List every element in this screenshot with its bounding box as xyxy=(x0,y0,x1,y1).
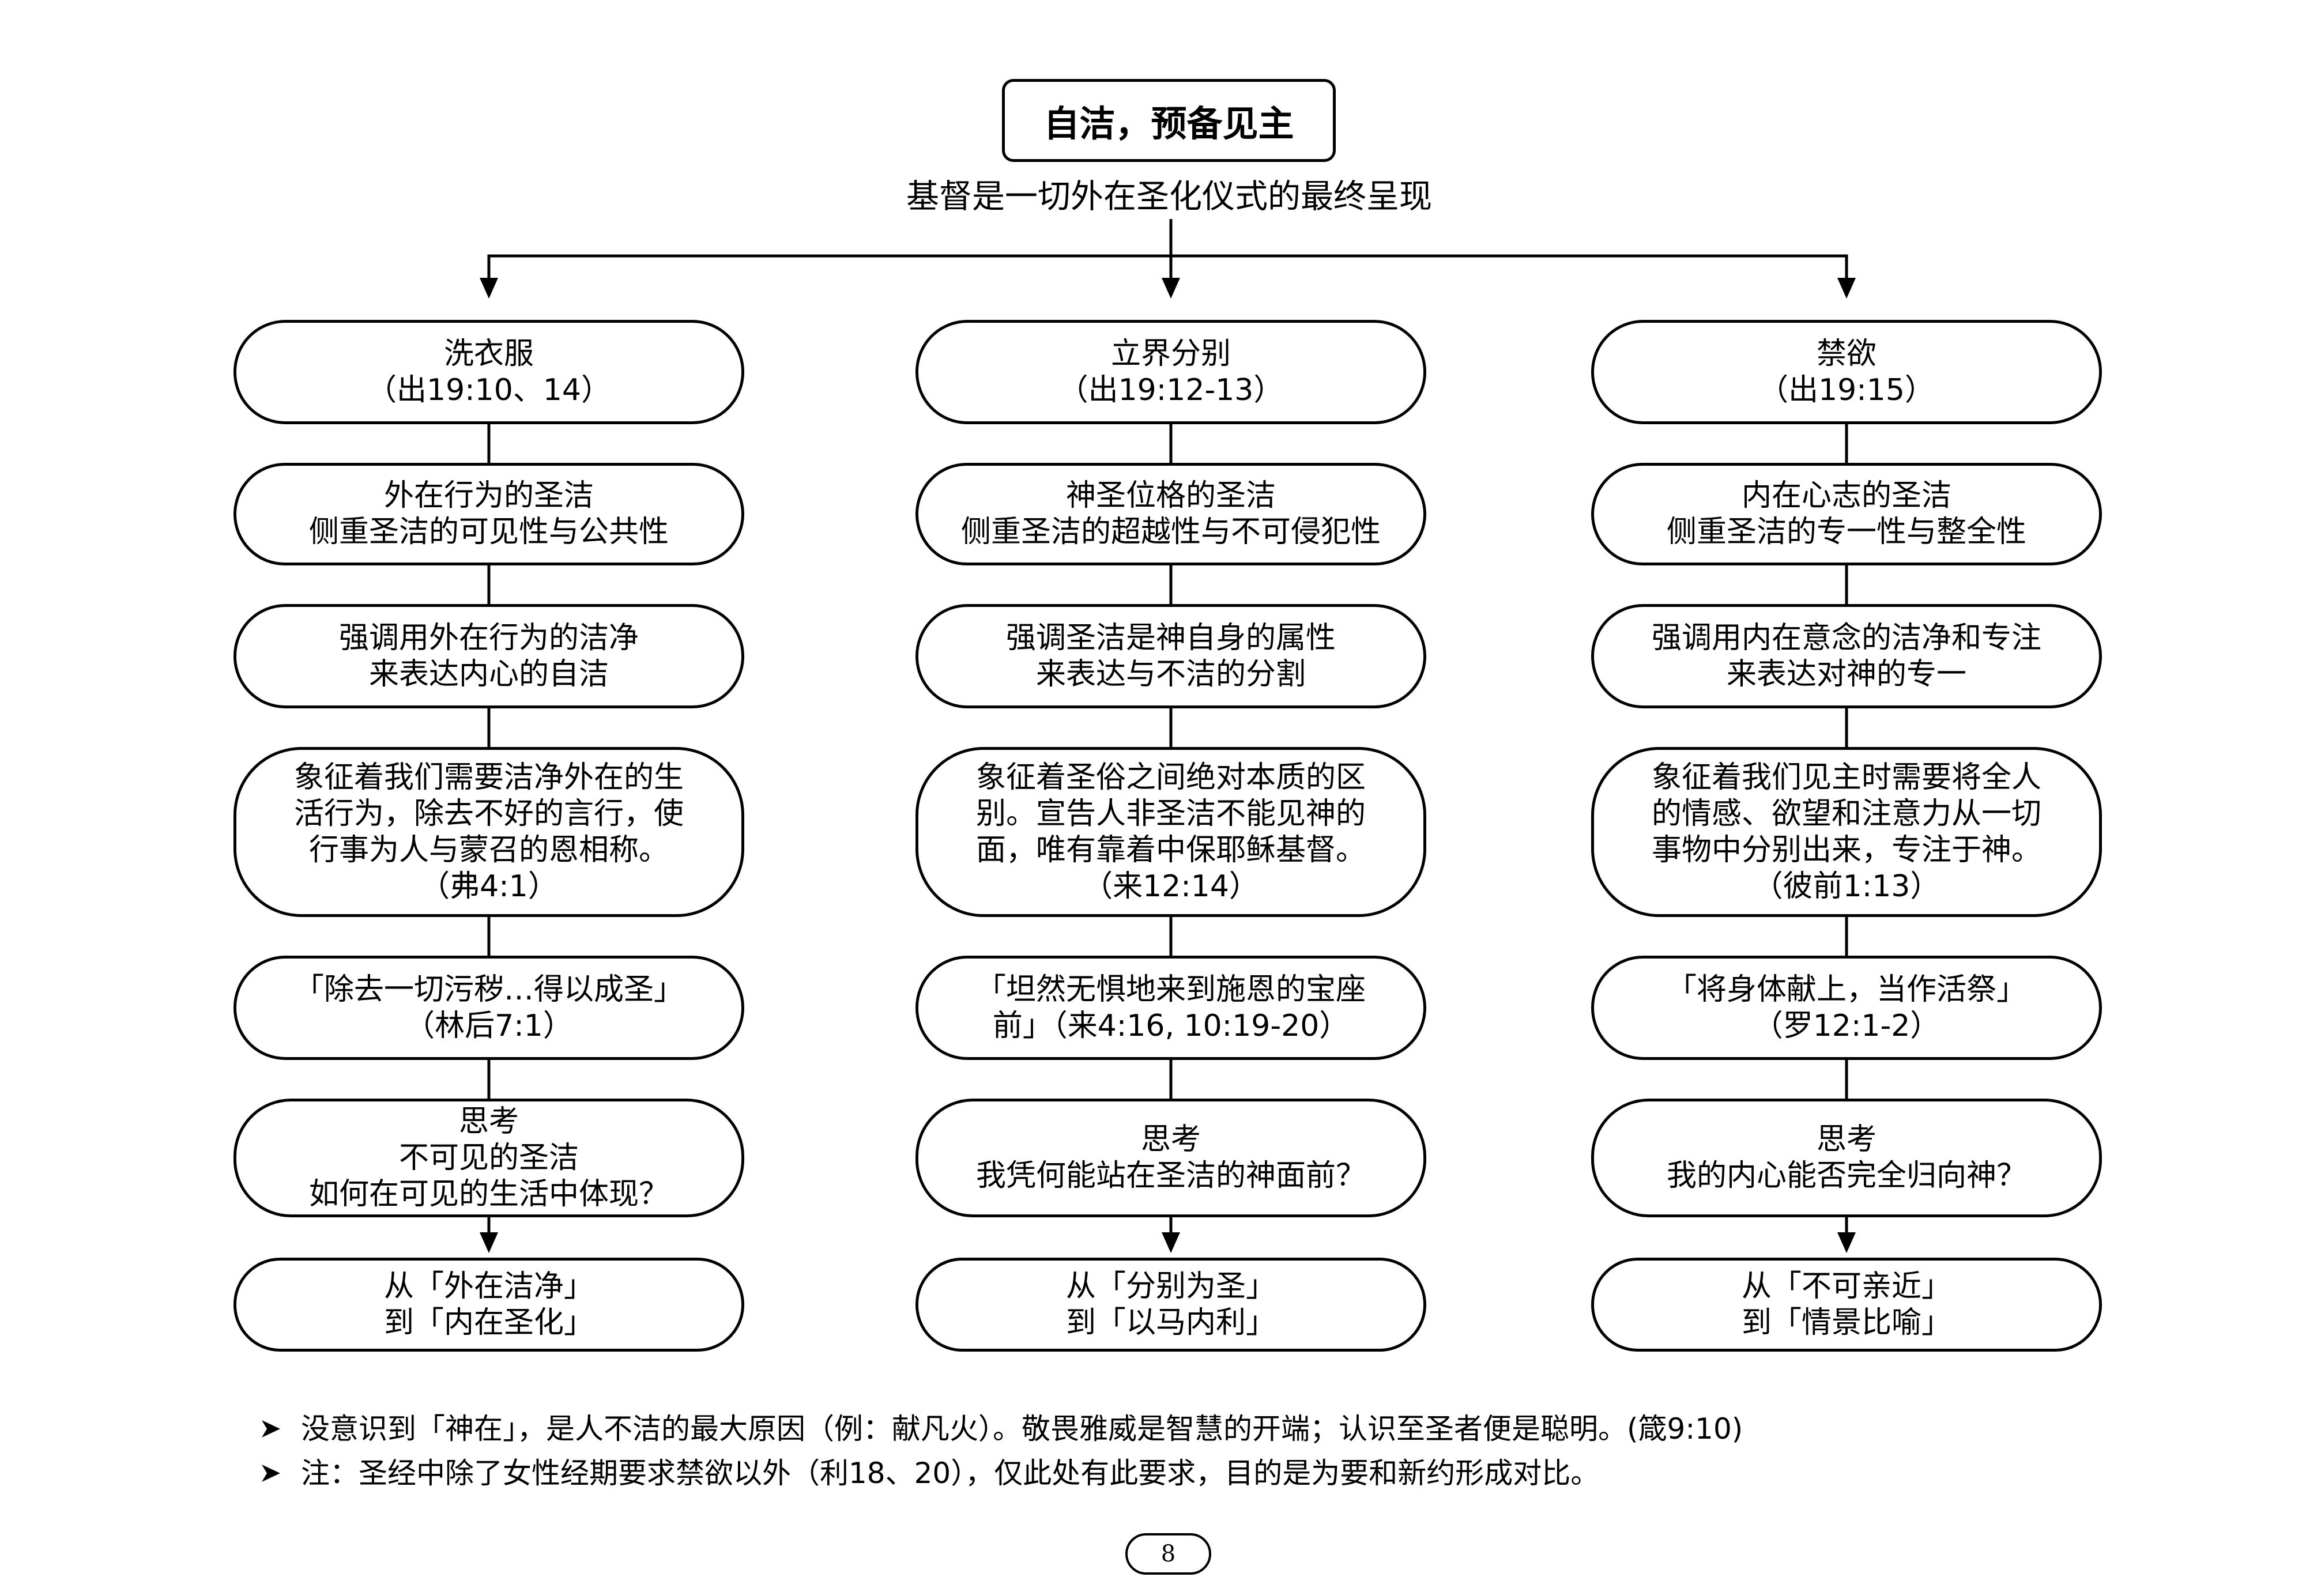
box-text-line: 禁欲 xyxy=(1816,336,1877,371)
box-text-line: （出19:12-13） xyxy=(1058,372,1284,408)
box-text-line: 象征着我们见主时需要将全人 xyxy=(1651,760,2041,795)
arrowhead xyxy=(1162,1232,1180,1253)
box-text-line: 强调用外在行为的洁净 xyxy=(338,620,639,655)
box-text-line: 从「分别为圣」 xyxy=(1065,1269,1276,1304)
symbolism-box: 象征着我们需要洁净外在的生 活行为，除去不好的言行，使 行事为人与蒙召的恩相称。… xyxy=(233,747,744,917)
box-text-line: （林后7:1） xyxy=(405,1008,573,1043)
box-text-line: 「坦然无惧地来到施恩的宝座 xyxy=(975,972,1366,1007)
arrowhead-bullet-icon xyxy=(262,1420,280,1437)
box-text-line: 强调用内在意念的洁净和专注 xyxy=(1651,620,2041,655)
arrowhead xyxy=(480,278,498,299)
box-text-line: 外在行为的圣洁 xyxy=(383,478,594,513)
box-text-line: （出19:10、14） xyxy=(366,372,612,408)
box-text-line: 来表达内心的自洁 xyxy=(368,656,609,692)
emphasis-box: 强调圣洁是神自身的属性 来表达与不洁的分割 xyxy=(915,604,1426,708)
box-text-line: （弗4:1） xyxy=(420,869,558,904)
page-title: 自洁，预备见主 xyxy=(1043,103,1294,145)
box-text-line: 强调圣洁是神自身的属性 xyxy=(1005,620,1336,655)
box-text-line: 前」（来4:16, 10:19-20） xyxy=(992,1008,1350,1043)
box-text-line: 面，唯有靠着中保耶稣基督。 xyxy=(975,832,1366,867)
box-text-line: 「将身体献上，当作活祭」 xyxy=(1666,972,2026,1007)
transition-box: 从「不可亲近」 到「情景比喻」 xyxy=(1591,1258,2102,1352)
box-text-line: 象征着圣俗之间绝对本质的区 xyxy=(975,760,1366,795)
arrowhead xyxy=(1837,278,1856,299)
topic-box: 洗衣服 （出19:10、14） xyxy=(233,320,744,424)
box-text-line: 立界分别 xyxy=(1110,336,1231,371)
box-text-line: （出19:15） xyxy=(1758,372,1935,408)
transition-box: 从「外在洁净」 到「内在圣化」 xyxy=(233,1258,744,1352)
reflection-box: 思考 不可见的圣洁 如何在可见的生活中体现？ xyxy=(233,1099,744,1217)
symbolism-box: 象征着圣俗之间绝对本质的区 别。宣告人非圣洁不能见神的 面，唯有靠着中保耶稣基督… xyxy=(915,747,1426,917)
box-text-line: 「除去一切污秽…得以成圣」 xyxy=(293,972,684,1007)
box-text-line: 别。宣告人非圣洁不能见神的 xyxy=(975,796,1366,831)
title-box: 自洁，预备见主 xyxy=(1002,79,1336,162)
scripture-quote-box: 「除去一切污秽…得以成圣」 （林后7:1） xyxy=(233,956,744,1060)
reflection-box: 思考 我凭何能站在圣洁的神面前？ xyxy=(915,1099,1426,1217)
box-text-line: 我的内心能否完全归向神？ xyxy=(1666,1159,2026,1193)
box-text-line: 侧重圣洁的超越性与不可侵犯性 xyxy=(960,515,1381,549)
box-text-line: 神圣位格的圣洁 xyxy=(1065,478,1276,513)
box-text-line: 来表达对神的专一 xyxy=(1726,656,1966,692)
transition-box: 从「分别为圣」 到「以马内利」 xyxy=(915,1258,1426,1352)
reflection-box: 思考 我的内心能否完全归向神？ xyxy=(1591,1099,2102,1217)
box-text-line: 的情感、欲望和注意力从一切 xyxy=(1651,796,2041,831)
note-item: 注：圣经中除了女性经期要求禁欲以外（利18、20），仅此处有此要求，目的是为要和… xyxy=(261,1455,1599,1492)
box-text-line: 象征着我们需要洁净外在的生 xyxy=(293,760,684,795)
note-text: 注：圣经中除了女性经期要求禁欲以外（利18、20），仅此处有此要求，目的是为要和… xyxy=(301,1457,1600,1490)
box-text-line: 到「情景比喻」 xyxy=(1741,1305,1951,1340)
box-text-line: 侧重圣洁的可见性与公共性 xyxy=(308,515,669,549)
box-text-line: 到「以马内利」 xyxy=(1065,1305,1276,1340)
box-text-line: 内在心志的圣洁 xyxy=(1741,478,1951,513)
arrowhead xyxy=(480,1232,498,1253)
emphasis-box: 强调用内在意念的洁净和专注 来表达对神的专一 xyxy=(1591,604,2102,708)
page-number-badge: 8 xyxy=(1125,1533,1211,1575)
subtitle: 基督是一切外在圣化仪式的最终呈现 xyxy=(906,178,1432,216)
box-text-line: 来表达与不洁的分割 xyxy=(1035,656,1306,692)
holiness-aspect-box: 内在心志的圣洁 侧重圣洁的专一性与整全性 xyxy=(1591,463,2102,565)
box-text-line: 到「内在圣化」 xyxy=(383,1305,594,1340)
box-text-line: 思考 xyxy=(1140,1122,1201,1157)
topic-box: 立界分别 （出19:12-13） xyxy=(915,320,1426,424)
box-text-line: 从「不可亲近」 xyxy=(1741,1269,1951,1304)
topic-box: 禁欲 （出19:15） xyxy=(1591,320,2102,424)
box-text-line: 事物中分别出来，专注于神。 xyxy=(1651,832,2041,867)
box-text-line: 行事为人与蒙召的恩相称。 xyxy=(308,832,669,867)
box-text-line: （来12:14） xyxy=(1083,869,1259,904)
arrowhead-bullet-icon xyxy=(262,1465,280,1482)
page-number: 8 xyxy=(1160,1541,1176,1567)
symbolism-box: 象征着我们见主时需要将全人 的情感、欲望和注意力从一切 事物中分别出来，专注于神… xyxy=(1591,747,2102,917)
scripture-quote-box: 「将身体献上，当作活祭」 （罗12:1-2） xyxy=(1591,956,2102,1060)
box-text-line: 洗衣服 xyxy=(443,336,534,371)
box-text-line: 从「外在洁净」 xyxy=(383,1269,594,1304)
arrowhead xyxy=(1837,1232,1856,1253)
holiness-aspect-box: 外在行为的圣洁 侧重圣洁的可见性与公共性 xyxy=(233,463,744,565)
note-text: 没意识到「神在」，是人不洁的最大原因（例：献凡火）。敬畏雅威是智慧的开端；认识至… xyxy=(301,1412,1743,1446)
box-text-line: 侧重圣洁的专一性与整全性 xyxy=(1666,515,2026,549)
emphasis-box: 强调用外在行为的洁净 来表达内心的自洁 xyxy=(233,604,744,708)
box-text-line: 活行为，除去不好的言行，使 xyxy=(293,796,684,831)
box-text-line: 我凭何能站在圣洁的神面前？ xyxy=(975,1159,1366,1193)
arrowhead xyxy=(1162,278,1180,299)
box-text-line: 不可见的圣洁 xyxy=(398,1140,579,1175)
box-text-line: （罗12:1-2） xyxy=(1753,1008,1940,1043)
note-item: 没意识到「神在」，是人不洁的最大原因（例：献凡火）。敬畏雅威是智慧的开端；认识至… xyxy=(261,1410,1743,1447)
box-text-line: 思考 xyxy=(458,1104,519,1139)
holiness-aspect-box: 神圣位格的圣洁 侧重圣洁的超越性与不可侵犯性 xyxy=(915,463,1426,565)
box-text-line: （彼前1:13） xyxy=(1753,869,1940,904)
box-text-line: 思考 xyxy=(1816,1122,1877,1157)
box-text-line: 如何在可见的生活中体现？ xyxy=(308,1176,669,1212)
scripture-quote-box: 「坦然无惧地来到施恩的宝座 前」（来4:16, 10:19-20） xyxy=(915,956,1426,1060)
